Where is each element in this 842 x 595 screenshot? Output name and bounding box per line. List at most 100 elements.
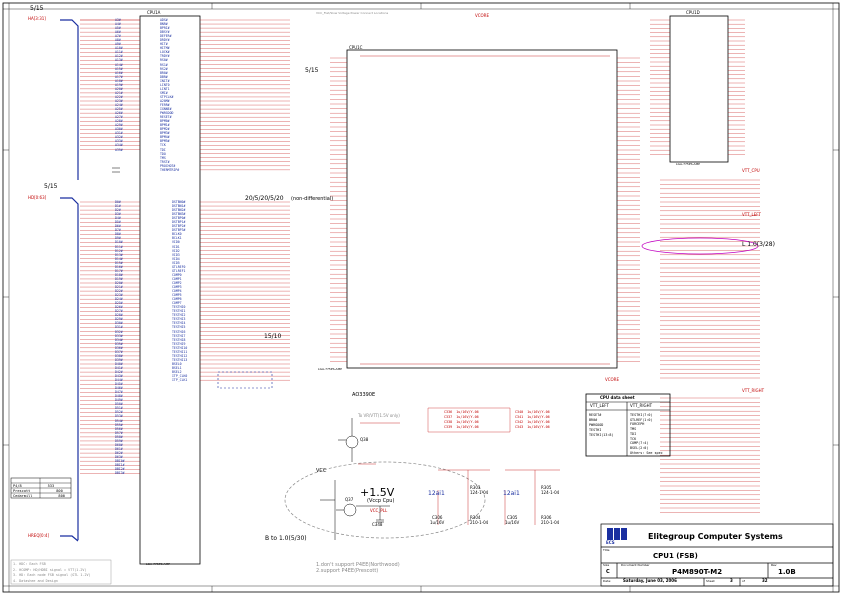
bottom-cap-a-label: 12ai1 — [428, 490, 445, 497]
datasheet-title: CPU data sheet — [600, 395, 635, 400]
cpu1b-right-pin-list: DSTBN0#DSTBN1#DSTBN2#DSTBN3#DSTBP0#DSTBP… — [172, 200, 187, 382]
cpu1b-left-pin: D0# — [115, 200, 121, 204]
small-table-row: P4/8 533 — [13, 484, 55, 488]
diff-sub-note: (non-differential) — [291, 196, 334, 202]
cpu1a-left-pin: A32# — [115, 135, 123, 140]
cpu1b-left-pin: D50# — [115, 402, 123, 407]
datasheet-left-row: BR0# — [589, 418, 598, 422]
cpu1b-right-pin: BSEL0 — [172, 361, 182, 366]
cpu1b-left-pin: D12# — [115, 248, 123, 253]
cpu1b-left-pin: D16# — [115, 264, 123, 269]
cpu1b-left-pin: D10# — [115, 240, 123, 245]
cpu1b-left-pin: DBI0# — [115, 459, 125, 463]
cpu1b-right-pin: COMP1 — [172, 276, 182, 281]
small-table-row: Prescott 800 — [13, 489, 63, 493]
cpu1a-right-pin: BNR# — [160, 22, 168, 27]
cpu1a-left-pin: A10# — [115, 46, 123, 51]
cpu1a-right-pin: TDO — [160, 151, 166, 156]
datasheet-right-head: VTT_RIGHT — [630, 403, 653, 408]
ecs-logo: ECS — [606, 540, 615, 545]
regulator-note: To VR/VTT(1.5V only) — [358, 413, 400, 418]
cpu1b-right-pin: GTLREF1 — [172, 268, 186, 273]
net-haddr: HA[3:31] — [28, 16, 46, 21]
cpu1b-right-pin: TESTHI9 — [172, 341, 186, 346]
vtt-right-resistor-column — [686, 396, 752, 516]
cpu1b-right-pin: VID2 — [172, 248, 180, 253]
cpu1a-right-pin: THERMTRIP# — [160, 167, 180, 172]
cpu1b-right-pin: TESTHI5 — [172, 325, 186, 330]
cpu1b-left-pin: D27# — [115, 309, 123, 314]
datasheet-left-row: PWRGOOD — [589, 423, 604, 427]
regulator-label: (Vccp Cpu) — [367, 498, 395, 504]
cpu1a-right-pin: RS1# — [160, 62, 168, 67]
cpu1b-left-pin: D61# — [115, 446, 123, 451]
cpu1b-right-pin: TESTHI7 — [172, 333, 186, 338]
cpu1b-right-pin: VID5 — [172, 260, 180, 265]
cpu1a-right-pin: BPM4# — [160, 135, 170, 140]
cpu1b-left-pin: D15# — [115, 260, 123, 265]
vtt-resistor-column — [686, 176, 752, 386]
cpu1b-left-pin: D34# — [115, 337, 123, 342]
cpu1b-right-pin: BSEL2 — [172, 369, 182, 374]
cpu1a-right-pin: BPM5# — [160, 139, 170, 144]
date-label: Date: — [603, 579, 612, 583]
length-note: L 1.0(3/28) — [742, 241, 775, 248]
cpu1b-right-pin: COMP4 — [172, 289, 182, 294]
bottom-res-1: R303 — [470, 485, 481, 490]
cpu1b-left-pin: DBI1# — [115, 463, 125, 468]
cpu1b-right-pin: BCLK1 — [172, 236, 182, 241]
cpu1a-right-pin: INIT# — [160, 78, 170, 83]
cpu1b-left-pin: D33# — [115, 333, 123, 338]
cpu1b-left-pin: D30# — [115, 321, 123, 326]
datasheet-right-row: GTLREF(1:0) — [630, 417, 653, 422]
cpu1c-footer: LGA-775PS-AMP — [318, 367, 342, 371]
bottom-res-2-value: 210-1-04 — [470, 520, 489, 525]
cpu1a-left-pin: A31# — [115, 131, 123, 136]
datasheet-right-row: FORCEPH — [630, 422, 645, 427]
cpu1b-right-pin: DSTBN2# — [172, 208, 186, 213]
cpu1a-right-pin: BPM1# — [160, 123, 170, 128]
cpu1b-left-pin: D24# — [115, 297, 123, 302]
cpu1b-left-pin: D54# — [115, 418, 123, 423]
cap-left-item: C339 1u/16V/Y-06 — [444, 425, 479, 429]
cpu1b-left-pin: D52# — [115, 410, 123, 415]
cpu1a-right-pin: FERR# — [160, 102, 170, 107]
cpu1b-right-pin: DSTBP1# — [172, 220, 186, 225]
cpu1b-left-pin: D2# — [115, 208, 121, 213]
cpu1b-right-pin: VID3 — [172, 252, 180, 257]
cpu1b-left-pin: D1# — [115, 204, 121, 209]
cpu1b-left-pin: D19# — [115, 276, 123, 281]
datasheet-left-head: VTT_LEFT — [590, 403, 609, 408]
sheet-number: 3 — [730, 578, 733, 583]
cpu1b-left-pin: D22# — [115, 289, 123, 294]
cpu1b-right-pin: DSTBN0# — [172, 200, 186, 204]
cpu1b-left-pin: D37# — [115, 349, 123, 354]
cpu1a-left-pin: A8# — [115, 38, 121, 43]
cpu1b-right-pin: TESTHI6 — [172, 329, 186, 334]
datasheet-right-row: TCK — [630, 436, 637, 441]
bottom-cap-b-label: 12ai1 — [503, 490, 520, 497]
cpu1b-left-pin: D58# — [115, 434, 123, 439]
vtt-left-label: VTT_LEFT — [742, 212, 761, 217]
cpu1b-right-pin: TESTHI1 — [172, 309, 186, 314]
datasheet-left-row: RESET# — [589, 413, 602, 417]
datasheet-left-row: TESTHI — [589, 428, 602, 432]
cpu1a-left-pin: A3# — [115, 18, 121, 22]
sheet-label: Sheet — [706, 579, 715, 583]
cpu1a-right-pin: LOCK# — [160, 50, 170, 55]
cpu1a-left-pin: A27# — [115, 115, 123, 120]
cpu1b-right-pin: ITP_CLK1 — [172, 378, 188, 383]
datasheet-right-row: TMS — [630, 427, 637, 432]
cpu1b-left-pin: D43# — [115, 374, 123, 379]
cpu1b-left-pin: D11# — [115, 244, 123, 249]
size-label: Size — [603, 563, 610, 567]
speed-note-top-left: 5/15 — [30, 5, 44, 12]
cpu1a-right-pin: PROCHOT# — [160, 163, 176, 168]
cpu1b-left-pin: D44# — [115, 378, 123, 383]
cpu1b-right-pin: DSTBP0# — [172, 216, 186, 221]
cpu1b-left-pin: D47# — [115, 390, 123, 395]
cpu1b-left-pin: D28# — [115, 313, 123, 318]
cpu1a-right-pin: BPM0# — [160, 119, 170, 124]
